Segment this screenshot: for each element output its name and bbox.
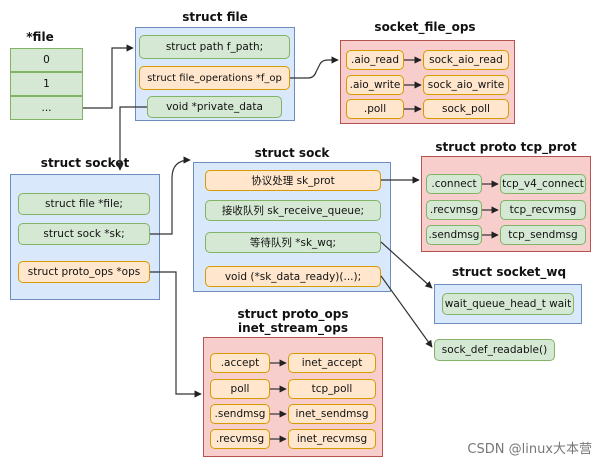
sock-sk-prot-field: 协议处理 sk_prot: [205, 170, 381, 191]
proto-ops-recvmsg: .recvmsg: [210, 429, 270, 449]
file-f-path-field: struct path f_path;: [139, 35, 290, 59]
sock-def-readable-box: sock_def_readable(): [434, 339, 555, 361]
tcp-sendmsg-fn: tcp_sendmsg: [500, 225, 586, 245]
socket-file-ops-aio-read: .aio_read: [346, 50, 404, 70]
tcp-prot-sendmsg: .sendmsg: [426, 225, 482, 245]
socket-file-ops-aio-write: .aio_write: [346, 75, 404, 95]
socket-sk-field: struct sock *sk;: [18, 223, 150, 245]
proto-ops-sendmsg: .sendmsg: [210, 404, 270, 424]
private-data-to-socket-arrow: [116, 106, 147, 171]
proto-ops-title-line1: struct proto_ops: [237, 307, 349, 321]
sk-to-sock-arrow: [150, 156, 191, 235]
fd-table-title: *file: [26, 30, 54, 44]
socket-file-ops-title: socket_file_ops: [374, 20, 476, 34]
file-private-data-field: void *private_data: [147, 96, 282, 118]
proto-ops-poll: poll: [210, 379, 270, 399]
sock-aio-write-fn: sock_aio_write: [423, 75, 509, 95]
sock-receive-queue-field: 接收队列 sk_receive_queue;: [205, 200, 381, 221]
inet-recvmsg-fn: inet_recvmsg: [288, 429, 376, 449]
fd-row-1: 1: [10, 72, 83, 96]
tcp-v4-connect-fn: tcp_v4_connect: [500, 174, 586, 194]
fop-to-socket-file-ops-arrow: [290, 56, 339, 79]
fd-row-more: ...: [10, 96, 83, 120]
struct-sock-title: struct sock: [254, 146, 330, 160]
socket-file-ops-poll: .poll: [346, 99, 404, 119]
tcp-prot-recvmsg: .recvmsg: [426, 200, 482, 220]
fd-to-file-arrow: [83, 44, 134, 109]
sock-poll-fn: sock_poll: [423, 99, 509, 119]
data-ready-to-readable-arrow: [380, 275, 433, 348]
sk-wq-to-socket-wq-arrow: [380, 241, 433, 289]
struct-file-title: struct file: [182, 10, 248, 24]
fd-table: 0 1 ...: [10, 48, 83, 120]
sock-wq-field: 等待队列 *sk_wq;: [205, 232, 381, 253]
watermark: CSDN @linux大本营: [467, 442, 592, 457]
proto-ops-title-line2: inet_stream_ops: [237, 321, 349, 335]
socket-wq-title: struct socket_wq: [451, 265, 567, 279]
inet-sendmsg-fn: inet_sendmsg: [288, 404, 376, 424]
struct-socket-title: struct socket: [40, 156, 130, 170]
fd-row-0: 0: [10, 48, 83, 72]
ops-to-proto-ops-arrow: [150, 271, 202, 398]
tcp-recvmsg-fn: tcp_recvmsg: [500, 200, 586, 220]
tcp-prot-connect: .connect: [426, 174, 482, 194]
socket-file-field: struct file *file;: [18, 193, 150, 215]
proto-ops-accept: .accept: [210, 353, 270, 373]
sock-aio-read-fn: sock_aio_read: [423, 50, 509, 70]
tcp-prot-title: struct proto tcp_prot: [435, 140, 577, 154]
socket-ops-field: struct proto_ops *ops: [18, 261, 150, 283]
socket-wq-wait-field: wait_queue_head_t wait: [442, 293, 574, 315]
file-f-op-field: struct file_operations *f_op: [139, 66, 290, 90]
inet-accept-fn: inet_accept: [288, 353, 376, 373]
tcp-poll-fn: tcp_poll: [288, 379, 376, 399]
proto-ops-title: struct proto_ops inet_stream_ops: [203, 307, 383, 335]
sock-data-ready-field: void (*sk_data_ready)(...);: [205, 266, 381, 287]
